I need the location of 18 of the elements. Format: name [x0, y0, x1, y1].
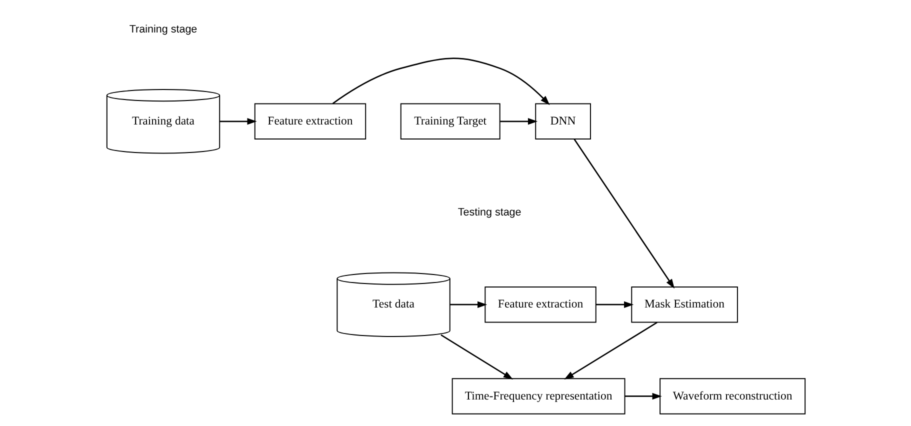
arrow — [440, 334, 513, 380]
arrow — [332, 58, 550, 106]
arrow — [573, 138, 674, 289]
node-box: Feature extraction — [254, 103, 366, 140]
label: Testing stage — [457, 206, 521, 219]
arrow — [564, 322, 657, 380]
label: Training stage — [128, 24, 197, 36]
node-box: DNN — [534, 103, 590, 140]
arrow — [450, 301, 487, 308]
arrow — [624, 392, 662, 400]
node-box: Feature extraction — [484, 286, 596, 323]
node-box: Time-Frequency representation — [451, 378, 625, 414]
node-box: Waveform reconstruction — [659, 378, 806, 414]
arrow — [219, 118, 256, 125]
node-box: Mask Estimation — [630, 286, 738, 323]
node-box: Training Target — [400, 103, 500, 140]
arrow — [500, 118, 538, 125]
arrow — [595, 301, 634, 308]
